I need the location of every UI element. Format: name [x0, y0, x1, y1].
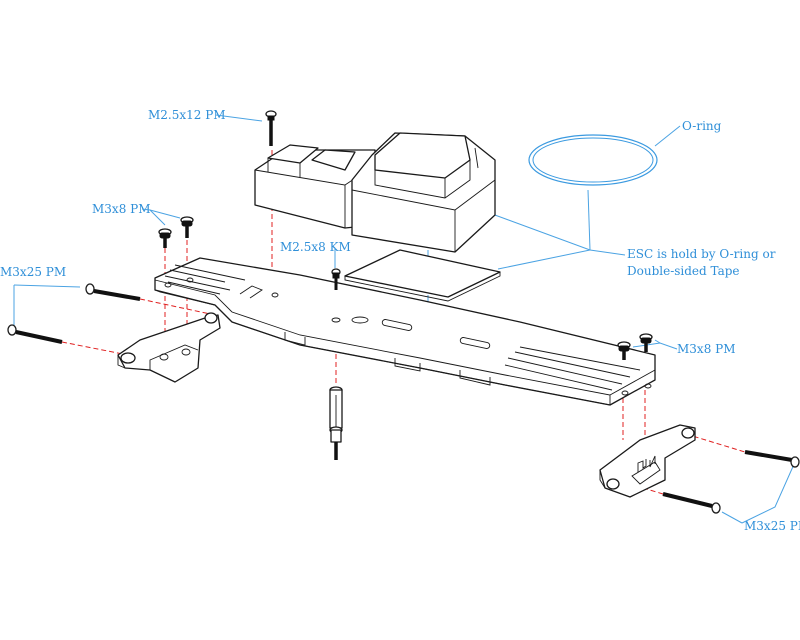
double-sided-tape-part	[344, 249, 501, 302]
label-m25x12-pm: M2.5x12 PM	[148, 108, 226, 122]
screw-m3x25-left-2	[7, 324, 63, 344]
label-o-ring: O-ring	[682, 119, 722, 133]
label-m3x25-pm-left: M3x25 PM	[0, 265, 66, 279]
chassis-plate-part	[154, 257, 656, 406]
label-esc-line2: Double-sided Tape	[627, 264, 740, 278]
label-m25x8-km: M2.5x8 KM	[280, 240, 351, 254]
screw-m25x12	[265, 110, 277, 146]
screw-m25x8	[331, 268, 341, 290]
screw-m3x25-right-1	[744, 450, 800, 468]
label-esc-line1: ESC is hold by O-ring or	[627, 247, 776, 261]
left-bracket-part	[117, 312, 221, 383]
esc-part	[254, 132, 496, 253]
screw-m3x8-right-2	[639, 333, 653, 352]
label-m3x8-pm-left: M3x8 PM	[92, 202, 151, 216]
screw-m3x8-right-1	[617, 341, 631, 360]
label-m3x25-pm-right: M3x25 PM	[744, 519, 800, 533]
screw-m3x8-left-1	[158, 228, 172, 248]
leader-lines	[13, 114, 796, 524]
screw-m3x25-right-2	[662, 492, 721, 514]
screw-m3x8-left-2	[180, 216, 194, 238]
standoff-post	[329, 386, 343, 460]
right-bracket-part	[599, 424, 696, 498]
label-m3x8-pm-right: M3x8 PM	[677, 342, 736, 356]
screw-m3x25-left-1	[85, 283, 141, 301]
hn-logo	[637, 459, 647, 472]
o-ring-part	[528, 134, 658, 186]
